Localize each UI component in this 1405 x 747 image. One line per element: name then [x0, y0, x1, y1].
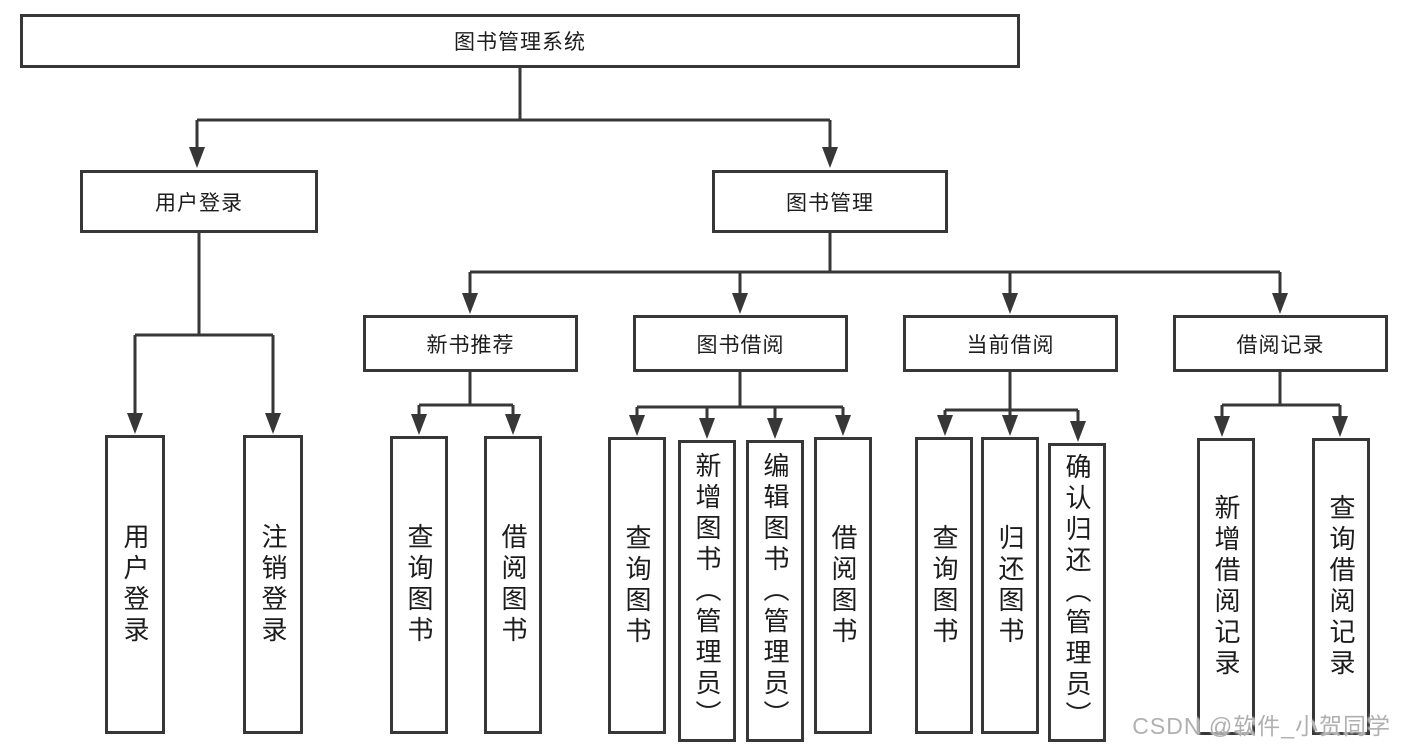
arrow-icon [127, 413, 143, 434]
edges-borrow-record [1220, 372, 1342, 419]
arrow-icon [505, 414, 521, 435]
node-new-book-recommend: 新书推荐 [363, 315, 578, 372]
arrow-icon [411, 414, 427, 435]
csdn-watermark: CSDN @软件_小贺同学 [1132, 713, 1391, 739]
node-root-label: 图书管理系统 [454, 31, 586, 54]
leaf-borrow-books-recommend: 借阅图书 [484, 436, 542, 734]
arrow-icon [462, 293, 478, 314]
node-borrow-record: 借阅记录 [1173, 315, 1388, 372]
node-borrow-record-label: 借阅记录 [1236, 333, 1325, 357]
node-book-management-label: 图书管理 [786, 191, 874, 215]
arrow-icon [767, 418, 783, 439]
node-user-login-label: 用户登录 [155, 191, 243, 215]
leaf-user-login: 用户登录 [105, 435, 165, 734]
node-new-book-recommend-label: 新书推荐 [426, 333, 515, 357]
arrow-icon [835, 415, 851, 436]
node-user-login: 用户登录 [80, 170, 318, 233]
arrow-icon [1002, 293, 1018, 314]
leaf-edit-book-admin-label: 编辑图书（管理员） [760, 451, 790, 731]
arrow-icon [1332, 416, 1348, 437]
arrow-icon [1002, 415, 1018, 436]
node-book-management: 图书管理 [712, 170, 948, 233]
arrow-icon [732, 293, 748, 314]
arrow-icon [1214, 416, 1230, 437]
leaf-query-borrow-record-label: 查询借阅记录 [1326, 493, 1356, 680]
arrow-icon [265, 413, 281, 434]
arrow-icon [1070, 421, 1086, 442]
leaf-confirm-return-admin: 确认归还（管理员） [1048, 443, 1106, 742]
leaf-logout: 注销登录 [243, 435, 303, 734]
node-current-borrow: 当前借阅 [903, 315, 1118, 372]
leaf-edit-book-admin: 编辑图书（管理员） [746, 440, 804, 742]
leaf-add-borrow-record-label: 新增借阅记录 [1211, 493, 1241, 680]
arrow-icon [822, 147, 838, 168]
arrow-icon [1272, 293, 1288, 314]
leaf-query-books-recommend-label: 查询图书 [404, 523, 434, 647]
leaf-query-borrow-record: 查询借阅记录 [1312, 438, 1370, 735]
arrow-icon [629, 415, 645, 436]
leaf-add-book-admin-label: 新增图书（管理员） [692, 451, 722, 731]
leaf-borrow-books-recommend-label: 借阅图书 [498, 523, 528, 647]
edges-book-borrow [635, 372, 845, 421]
edges-book-management [468, 233, 1282, 296]
leaf-query-books-borrow: 查询图书 [608, 437, 666, 734]
leaf-return-book: 归还图书 [981, 437, 1039, 734]
arrow-icon [937, 415, 953, 436]
edges-new-book [417, 372, 515, 417]
edges-root [195, 68, 832, 150]
leaf-return-book-label: 归还图书 [995, 523, 1025, 648]
node-book-borrow: 图书借阅 [633, 315, 848, 372]
leaf-query-books-borrow-label: 查询图书 [622, 523, 652, 648]
leaf-logout-label: 注销登录 [258, 522, 288, 647]
leaf-add-borrow-record: 新增借阅记录 [1197, 438, 1255, 735]
arrow-icon [189, 147, 205, 168]
leaf-add-book-admin: 新增图书（管理员） [678, 440, 736, 742]
edges-user-login [133, 233, 275, 416]
leaf-query-books-current-label: 查询图书 [929, 523, 959, 648]
leaf-borrow-books: 借阅图书 [814, 437, 872, 734]
node-root: 图书管理系统 [20, 14, 1020, 68]
leaf-borrow-books-label: 借阅图书 [828, 523, 858, 648]
leaf-query-books-recommend: 查询图书 [390, 436, 448, 734]
arrow-icon [699, 418, 715, 439]
edges-current-borrow [943, 372, 1080, 424]
leaf-query-books-current: 查询图书 [915, 437, 973, 734]
node-book-borrow-label: 图书借阅 [696, 333, 785, 357]
node-current-borrow-label: 当前借阅 [966, 333, 1055, 357]
leaf-confirm-return-admin-label: 确认归还（管理员） [1062, 453, 1092, 732]
leaf-user-login-label: 用户登录 [120, 522, 150, 647]
